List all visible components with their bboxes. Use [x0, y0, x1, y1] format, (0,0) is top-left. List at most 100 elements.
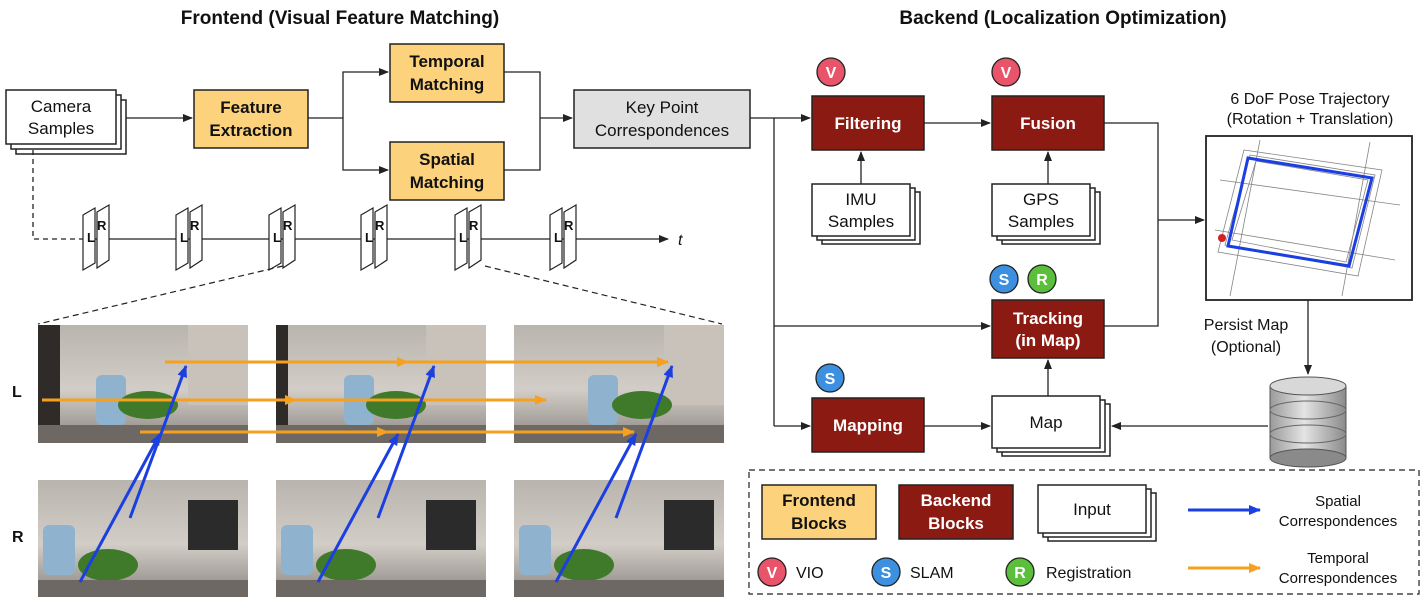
temporal-matching-block: Temporal Matching: [389, 43, 505, 103]
slam-badge-mapping: S: [815, 363, 845, 393]
camera-samples-label-2: Samples: [28, 119, 94, 138]
stereo-frame-pair: L R: [360, 203, 388, 272]
filtering-label: Filtering: [834, 114, 901, 133]
stereo-frame-pair: L R: [175, 203, 203, 272]
temporal-matching-label-2: Matching: [410, 75, 485, 94]
badge-s-text: S: [825, 371, 836, 388]
photo-right-1: [38, 480, 248, 597]
map-block: Map: [991, 395, 1111, 457]
vio-badge-fusion: V: [991, 57, 1021, 87]
legend-input: Input: [1037, 484, 1157, 542]
row-right-label: R: [12, 529, 24, 546]
feature-extraction-label-1: Feature: [220, 98, 281, 117]
frame-right-label: R: [190, 218, 200, 233]
frontend-title: Frontend (Visual Feature Matching): [181, 8, 499, 29]
gps-samples-block: GPS Samples: [991, 183, 1101, 245]
frame-timeline: t: [32, 150, 683, 249]
legend: Frontend Blocks Backend Blocks Input Spa…: [748, 469, 1420, 595]
frame-left-label: L: [180, 230, 188, 245]
legend-temporal-label-2: Correspondences: [1279, 570, 1397, 587]
legend-frontend-label-1: Frontend: [782, 491, 856, 510]
legend-spatial-label-1: Spatial: [1315, 493, 1361, 510]
legend-registration-badge: R: [1005, 557, 1035, 587]
frame-left-label: L: [273, 230, 281, 245]
tracking-label-1: Tracking: [1013, 309, 1083, 328]
persist-map-label-1: Persist Map: [1204, 317, 1289, 334]
legend-backend-label-1: Backend: [921, 491, 992, 510]
spatial-matching-label-2: Matching: [410, 173, 485, 192]
persist-map-label-2: (Optional): [1211, 339, 1281, 356]
feature-extraction-label-2: Extraction: [209, 121, 292, 140]
frontend-connectors: [126, 68, 774, 174]
frame-left-label: L: [87, 230, 95, 245]
gps-label-2: Samples: [1008, 212, 1074, 231]
legend-badge-v-text: V: [767, 565, 778, 582]
spatial-correspondence-arrows: [78, 365, 674, 583]
map-label: Map: [1029, 413, 1062, 432]
pose-trajectory-plot: [1205, 135, 1413, 301]
legend-vio-badge: V: [757, 557, 787, 587]
fusion-block: Fusion: [991, 95, 1105, 151]
stereo-frame-pair: L R: [454, 203, 482, 272]
legend-registration-label: Registration: [1046, 565, 1131, 582]
legend-slam-label: SLAM: [910, 565, 954, 582]
frame-right-label: R: [283, 218, 293, 233]
legend-slam-badge: S: [871, 557, 901, 587]
tracking-block: Tracking (in Map): [991, 299, 1105, 359]
spatial-matching-block: Spatial Matching: [389, 141, 505, 201]
stereo-frame-pair: L R: [549, 203, 577, 272]
photo-left-3: [514, 325, 724, 443]
gps-label-1: GPS: [1023, 190, 1059, 209]
stereo-frame-pair: L R: [82, 203, 110, 272]
temporal-matching-label-1: Temporal: [409, 52, 484, 71]
imu-label-1: IMU: [845, 190, 876, 209]
frame-left-label: L: [459, 230, 467, 245]
vio-badge-filtering: V: [816, 57, 846, 87]
frame-left-label: L: [365, 230, 373, 245]
stereo-frame-pair: L R: [268, 203, 296, 272]
legend-input-label: Input: [1073, 500, 1111, 519]
database-icon: [1269, 376, 1347, 468]
time-label: t: [678, 232, 683, 249]
tracking-label-2: (in Map): [1015, 331, 1080, 350]
spatial-matching-label-1: Spatial: [419, 150, 475, 169]
zoom-guides: [37, 265, 723, 325]
feature-extraction-block: Feature Extraction: [193, 89, 309, 149]
fusion-label: Fusion: [1020, 114, 1076, 133]
keypoint-label-1: Key Point: [626, 98, 699, 117]
photo-right-2: [276, 480, 486, 597]
mapping-block: Mapping: [811, 397, 925, 453]
frame-left-label: L: [554, 230, 562, 245]
row-left-label: L: [12, 384, 22, 401]
slam-badge-tracking: S: [989, 264, 1019, 294]
badge-r-text: R: [1036, 272, 1048, 289]
photo-left-2: [276, 325, 486, 443]
camera-samples-block: Camera Samples: [5, 89, 127, 155]
badge-s-text: S: [999, 272, 1010, 289]
legend-temporal-label-1: Temporal: [1307, 550, 1369, 567]
registration-badge-tracking: R: [1027, 264, 1057, 294]
frame-right-label: R: [564, 218, 574, 233]
legend-backend-label-2: Blocks: [928, 514, 984, 533]
imu-samples-block: IMU Samples: [811, 183, 921, 245]
keypoint-label-2: Correspondences: [595, 121, 729, 140]
keypoint-correspondences-block: Key Point Correspondences: [573, 89, 751, 149]
legend-badge-r-text: R: [1014, 565, 1026, 582]
frame-right-label: R: [469, 218, 479, 233]
legend-spatial-label-2: Correspondences: [1279, 513, 1397, 530]
filtering-block: Filtering: [811, 95, 925, 151]
backend-title: Backend (Localization Optimization): [899, 8, 1226, 29]
legend-backend-blocks: Backend Blocks: [898, 484, 1014, 540]
photo-left-1: [38, 325, 248, 443]
photo-right-3: [514, 480, 724, 597]
trajectory-label-2: (Rotation + Translation): [1227, 111, 1394, 128]
frame-right-label: R: [375, 218, 385, 233]
camera-samples-label-1: Camera: [31, 97, 92, 116]
imu-label-2: Samples: [828, 212, 894, 231]
backend-connectors: [773, 114, 1312, 430]
legend-vio-label: VIO: [796, 565, 824, 582]
legend-frontend-label-2: Blocks: [791, 514, 847, 533]
trajectory-label-1: 6 DoF Pose Trajectory: [1230, 91, 1389, 108]
legend-frontend-blocks: Frontend Blocks: [761, 484, 877, 540]
